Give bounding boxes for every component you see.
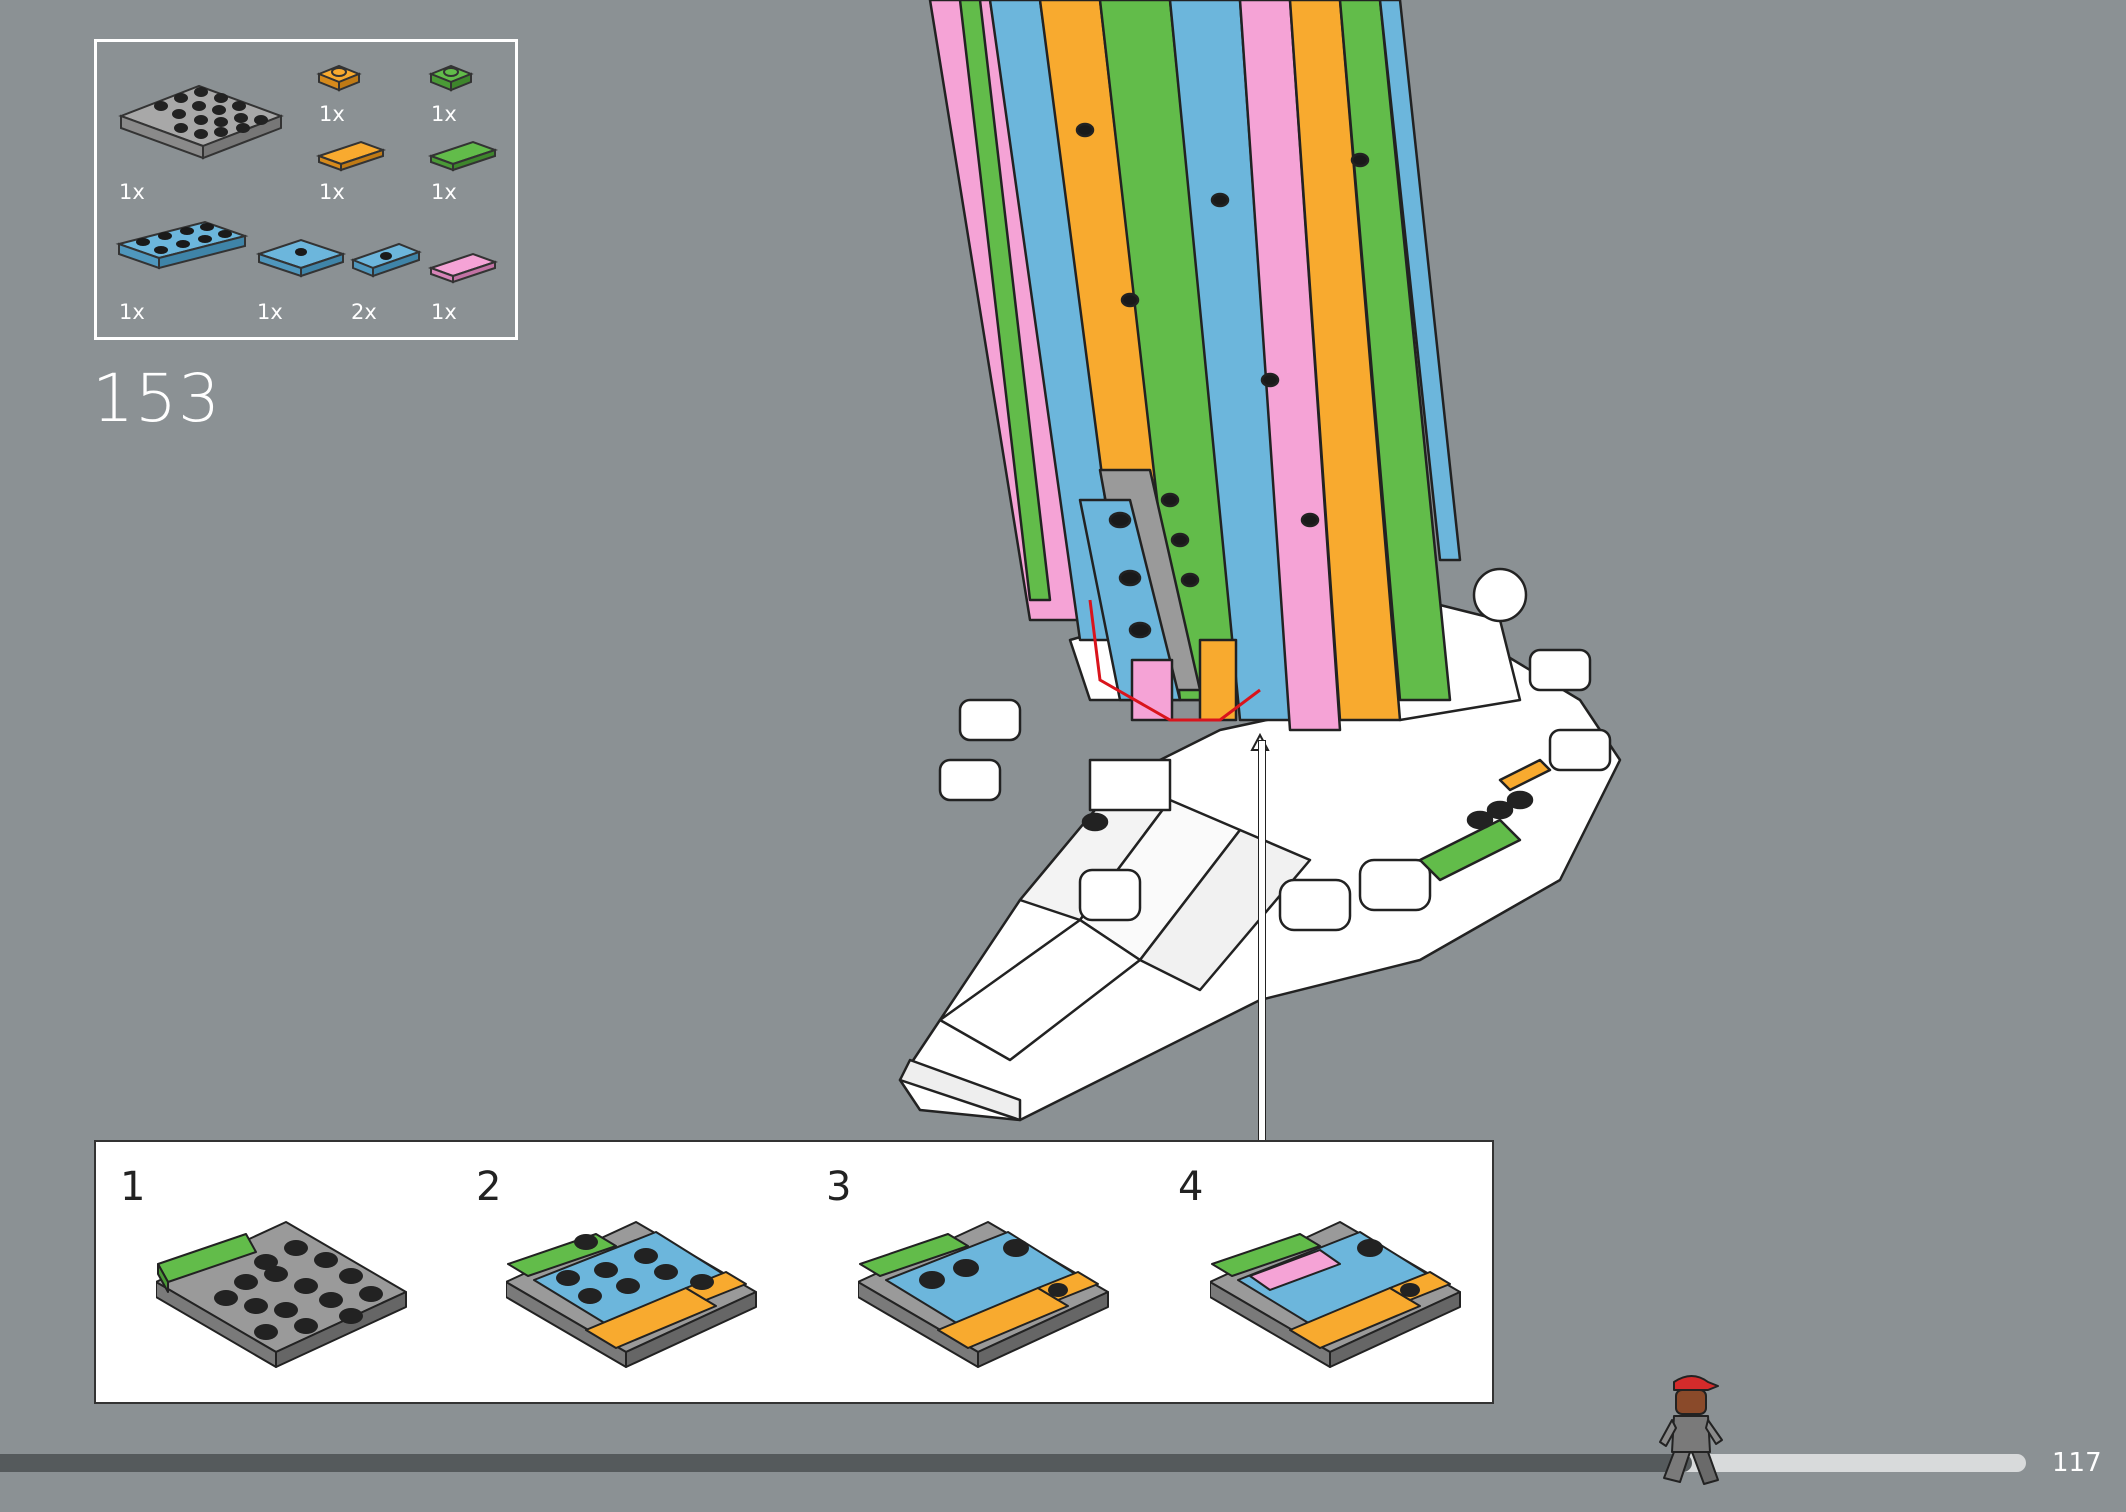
substep-1-number: 1: [120, 1164, 146, 1210]
substep-4-number: 4: [1178, 1164, 1204, 1210]
green-tile-1x2-icon: [427, 140, 499, 172]
progress-fill: [0, 1454, 1692, 1472]
orange-tile-1x2-icon: [315, 140, 387, 172]
blue-jumper-plate-2x2-icon: [255, 238, 347, 278]
page-number: 117: [2052, 1448, 2102, 1478]
grey-plate-4x4-icon: [118, 84, 284, 160]
substeps-callout-box: 1 2 3 4: [94, 1140, 1494, 1404]
substep-3-number: 3: [826, 1164, 852, 1210]
qty-orange-plate: 1x: [319, 102, 345, 126]
qty-pink-tile: 1x: [431, 300, 457, 324]
parts-illustrations: [115, 64, 499, 284]
blue-plate-2x4-icon: [115, 220, 249, 270]
qty-green-tile: 1x: [431, 180, 457, 204]
substep-1-illustration: [156, 1221, 407, 1368]
substep-4-illustration: [1210, 1221, 1461, 1368]
blue-jumper-plate-1x2-icon: [350, 242, 422, 278]
orange-plate-1x1-icon: [316, 64, 362, 92]
substep-2-number: 2: [476, 1164, 502, 1210]
qty-blue-jumper-1x2: 2x: [351, 300, 377, 324]
substep-3-illustration: [858, 1221, 1109, 1368]
red-highlight-outline: [1088, 599, 1261, 722]
qty-grey-plate: 1x: [119, 180, 145, 204]
parts-list-box: 1x 1x 1x 1x 1x 1x 1x 2x 1x: [94, 39, 518, 340]
pink-tile-1x2-icon: [427, 252, 499, 284]
main-model-illustration: [898, 0, 1622, 1122]
callout-connector: [1258, 740, 1266, 1142]
qty-blue-jumper-2x2: 1x: [257, 300, 283, 324]
qty-blue-plate: 1x: [119, 300, 145, 324]
substep-2-illustration: [506, 1221, 757, 1368]
step-number: 153: [92, 360, 221, 437]
rainbow-column-illustration: [928, 0, 1462, 732]
runner-minifig-icon: [1658, 1375, 1723, 1485]
green-plate-1x1-icon: [428, 64, 474, 92]
qty-orange-tile: 1x: [319, 180, 345, 204]
qty-green-plate: 1x: [431, 102, 457, 126]
